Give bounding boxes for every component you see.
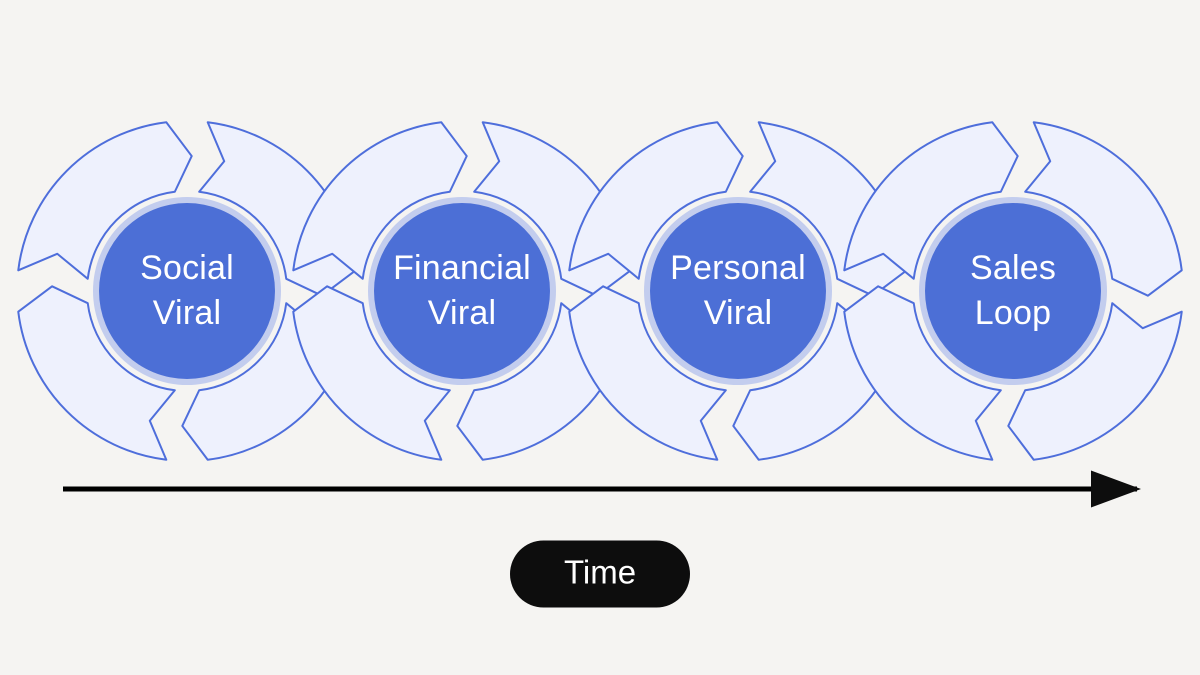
stage-label-line2: Loop bbox=[975, 294, 1051, 332]
arrow-segment-bottom-left bbox=[843, 285, 1002, 461]
time-pill-label: Time bbox=[564, 554, 636, 591]
inner-circle bbox=[650, 203, 826, 379]
inner-circle bbox=[374, 203, 550, 379]
arrow-segment-bottom-left bbox=[292, 285, 451, 461]
arrow-segment-bottom-right bbox=[1007, 302, 1183, 461]
cycle-stage-social-viral[interactable] bbox=[17, 121, 357, 461]
stage-label-line1: Social bbox=[140, 249, 234, 287]
arrow-segment-bottom-left bbox=[17, 285, 176, 461]
stage-label-line1: Personal bbox=[670, 249, 806, 287]
cycle-stage-sales-loop[interactable] bbox=[843, 121, 1183, 461]
stage-label-line2: Viral bbox=[428, 294, 496, 332]
stage-label-line2: Viral bbox=[704, 294, 772, 332]
cycle-stage-financial-viral[interactable] bbox=[292, 121, 632, 461]
arrow-segment-top-left bbox=[292, 121, 468, 280]
stages-layer bbox=[17, 121, 1183, 461]
cycle-stage-personal-viral[interactable] bbox=[568, 121, 908, 461]
arrow-segment-top-left bbox=[843, 121, 1019, 280]
arrow-segment-top-right bbox=[1024, 121, 1183, 297]
stage-label-line1: Financial bbox=[393, 249, 531, 287]
stage-label-line2: Viral bbox=[153, 294, 221, 332]
arrow-segment-top-left bbox=[17, 121, 193, 280]
inner-circle bbox=[925, 203, 1101, 379]
inner-circle bbox=[99, 203, 275, 379]
stage-label-line1: Sales bbox=[970, 249, 1056, 287]
time-pill-badge: Time bbox=[510, 540, 690, 608]
time-pill-shape bbox=[510, 540, 690, 608]
arrow-segment-top-left bbox=[568, 121, 744, 280]
arrow-segment-bottom-left bbox=[568, 285, 727, 461]
